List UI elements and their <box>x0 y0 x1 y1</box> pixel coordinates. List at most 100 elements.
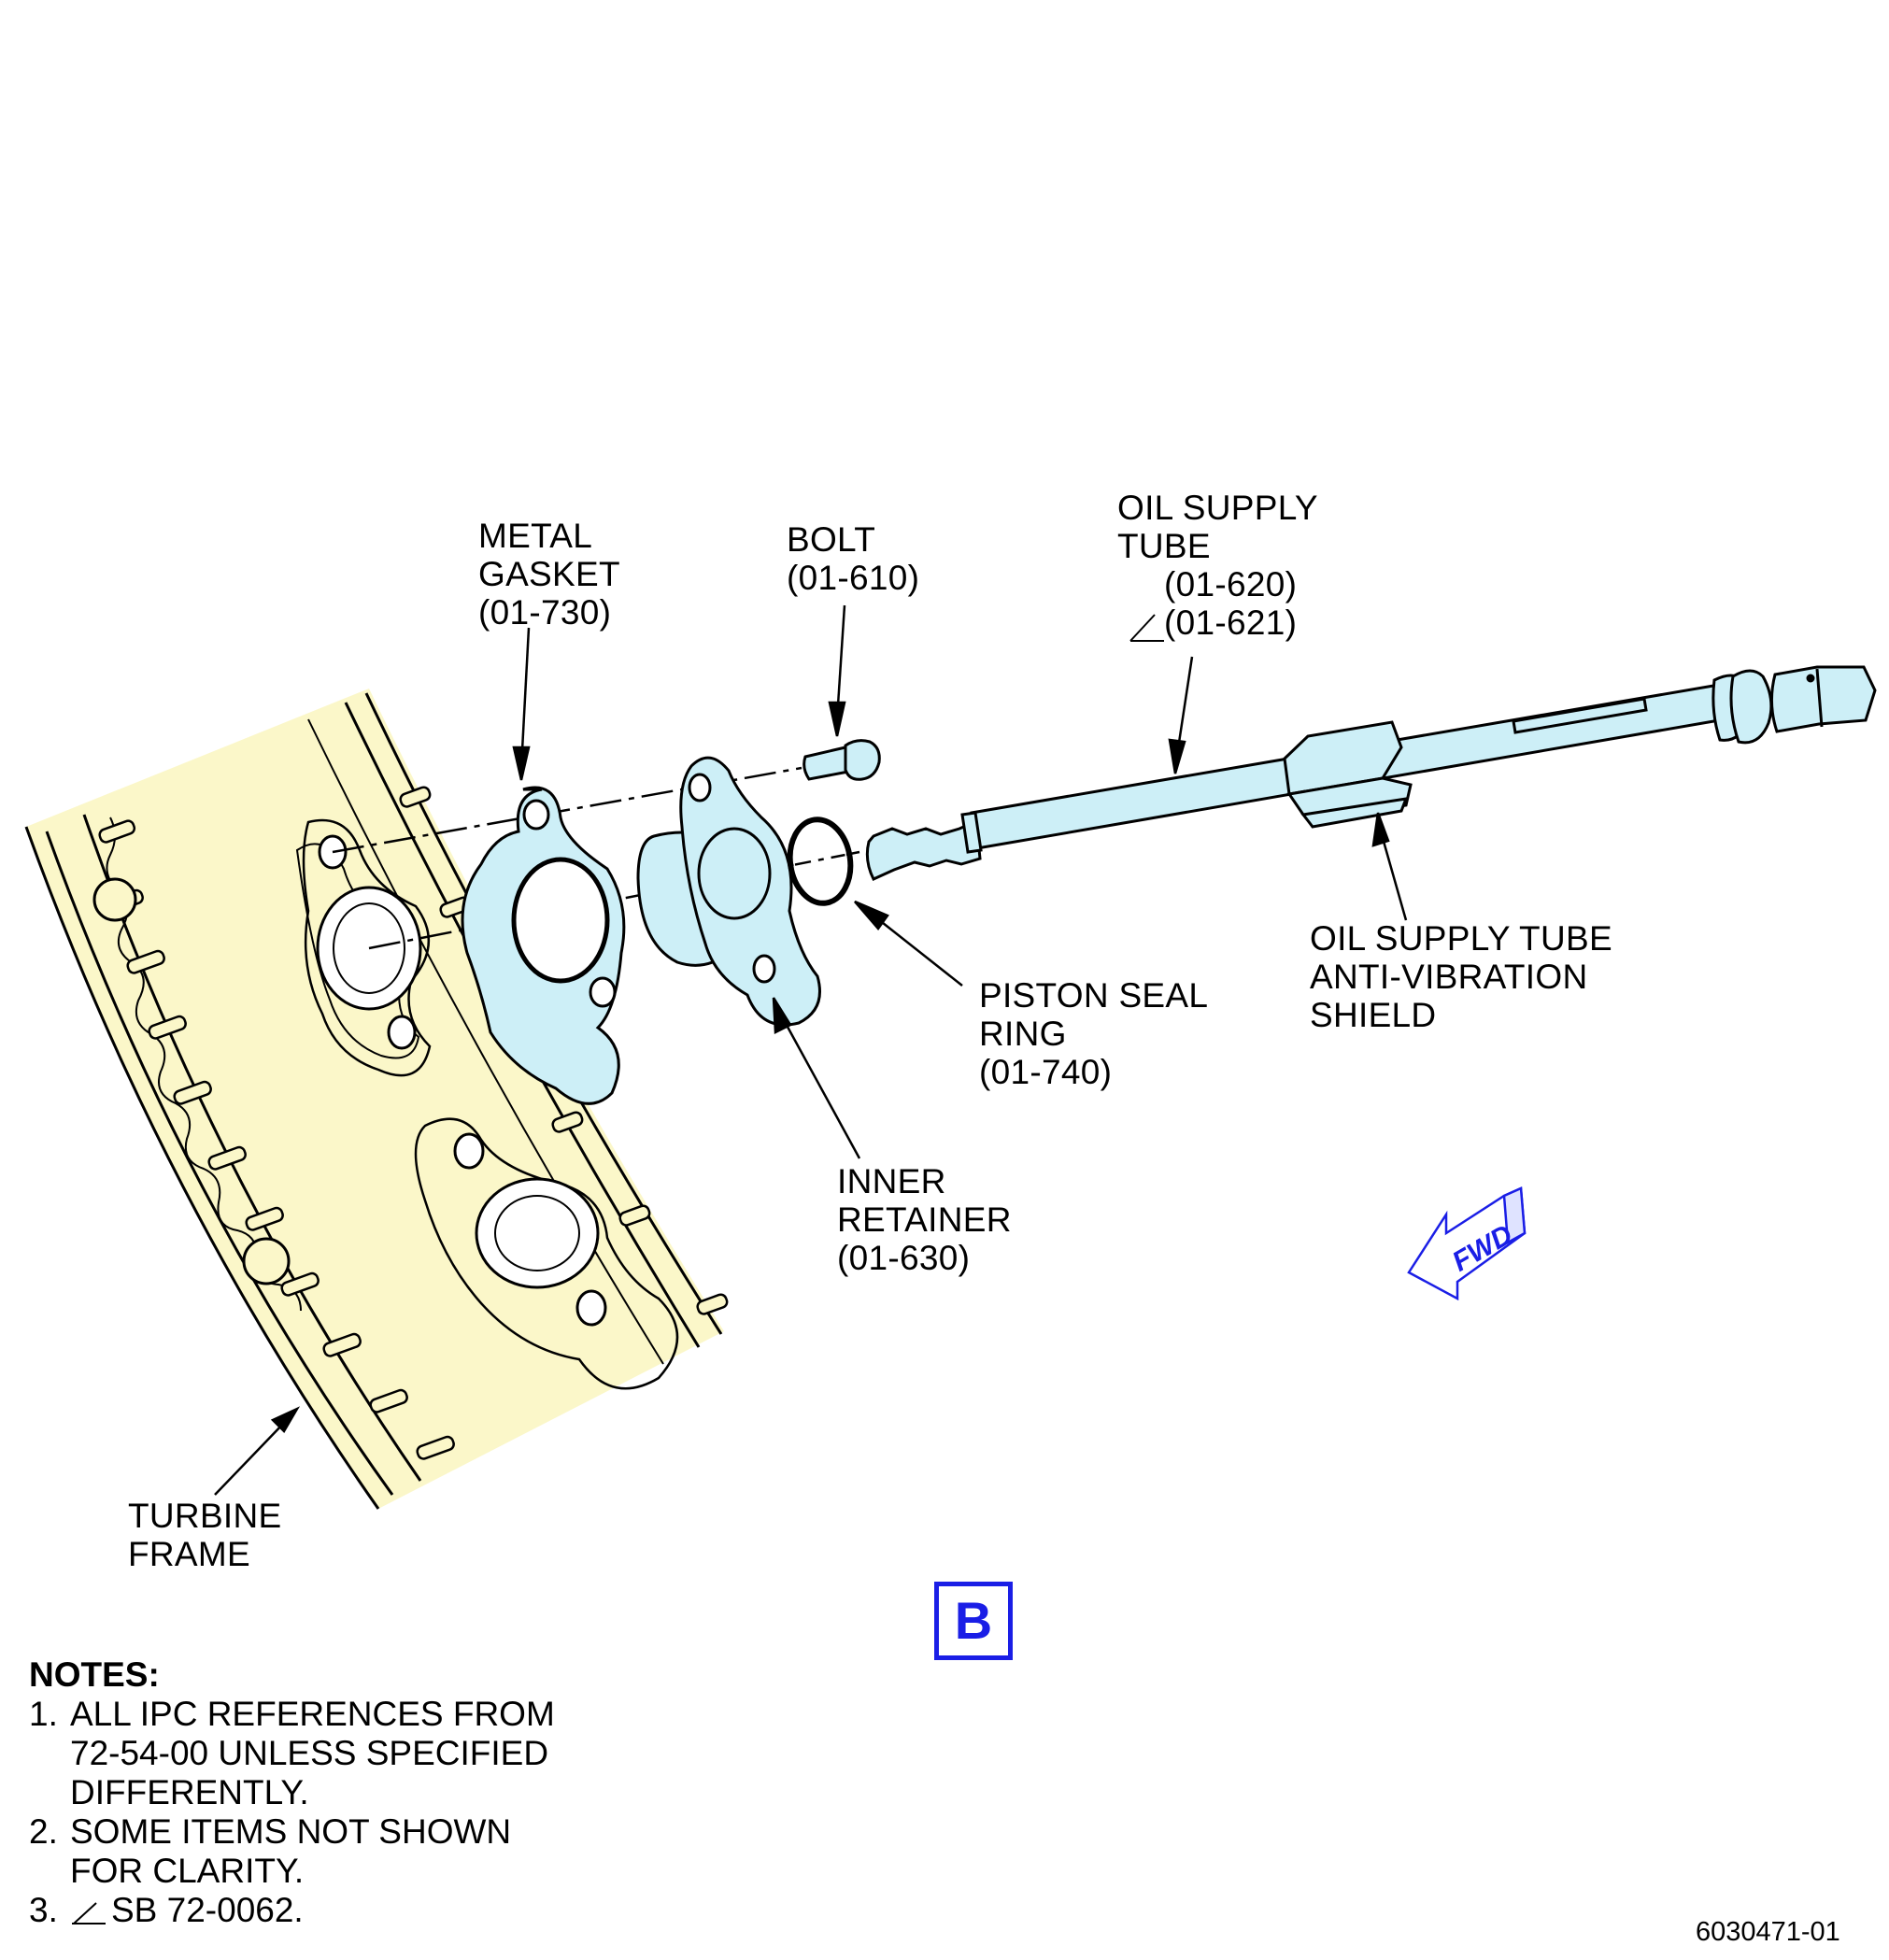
turbine-frame-body <box>26 689 724 1509</box>
tube-slot <box>1512 697 1648 734</box>
tube-hex-edge <box>1815 668 1824 728</box>
leader-bolt-head <box>828 701 846 737</box>
leader-turbine-frame <box>214 1421 286 1496</box>
anti-vibration-shield-part <box>1283 720 1413 829</box>
label-line: (01-610) <box>787 559 920 597</box>
piston-seal-ring-part <box>787 817 854 906</box>
leader-oil-supply-tube-head <box>1168 738 1186 774</box>
notes-block: NOTES: 1. ALL IPC REFERENCES FROM 72-54-… <box>29 1655 555 1930</box>
frame-edge-outer <box>24 826 380 1510</box>
tube-end-fitting <box>865 818 982 881</box>
frame-bolt-hole-3 <box>453 1132 485 1170</box>
label-line: TUBE <box>1117 527 1211 565</box>
view-letter-box: B <box>934 1582 1013 1660</box>
label-line: SHIELD <box>1310 996 1437 1034</box>
frame-boss-upper <box>302 818 432 1077</box>
leader-oil-supply-tube <box>1175 656 1194 756</box>
leader-lines <box>214 604 1408 1496</box>
bolt-head <box>844 739 881 781</box>
inner-retainer-bolt-hole-2 <box>752 954 776 984</box>
note-item-2: 2. SOME ITEMS NOT SHOWN FOR CLARITY. <box>29 1812 555 1891</box>
label-line: BOLT <box>787 520 876 559</box>
frame-port-lower-inner <box>494 1195 580 1271</box>
note-line: SOME ITEMS NOT SHOWN <box>70 1812 512 1851</box>
sb-marker-icon <box>72 1902 106 1924</box>
tube-hex-nut <box>1770 665 1877 733</box>
turbine-frame <box>24 689 729 1510</box>
label-line: (01-730) <box>478 593 612 632</box>
label-line: ANTI-VIBRATION <box>1310 958 1588 996</box>
leader-inner-retainer <box>781 1017 861 1159</box>
tube-end-collar <box>960 811 983 854</box>
leader-metal-gasket <box>519 627 531 769</box>
note-number: 3. <box>29 1891 58 1929</box>
note-number: 2. <box>29 1812 58 1851</box>
note-number: 1. <box>29 1695 58 1733</box>
note-text: ALL IPC REFERENCES FROM 72-54-00 UNLESS … <box>70 1695 555 1812</box>
fwd-arrow-icon: FWD <box>1407 1186 1527 1301</box>
note-line: DIFFERENTLY. <box>70 1773 309 1811</box>
label-line: OIL SUPPLY TUBE <box>1310 919 1612 958</box>
label-turbine-frame: TURBINE FRAME <box>128 1497 282 1573</box>
inner-retainer-bore <box>697 827 772 920</box>
leader-bolt <box>835 604 846 720</box>
frame-port-upper-inner <box>333 902 405 994</box>
frame-bolt-hole-4 <box>575 1289 607 1327</box>
piston-seal-ring-inner <box>792 823 848 900</box>
label-line: (01-620) <box>1164 565 1298 604</box>
fwd-arrow-depth <box>1502 1186 1527 1245</box>
label-line: RETAINER <box>837 1200 1012 1239</box>
label-line: (01-630) <box>837 1239 971 1277</box>
label-line: RING <box>979 1015 1067 1053</box>
note-line: ALL IPC REFERENCES FROM <box>70 1695 555 1733</box>
view-letter: B <box>954 1591 993 1650</box>
bolt-shank <box>802 746 850 781</box>
frame-edge-6 <box>307 718 664 1365</box>
leader-shield-head <box>1371 812 1390 847</box>
tube-hex-dot <box>1806 674 1815 683</box>
metal-gasket-part <box>461 786 626 1105</box>
metal-gasket-hole <box>511 857 610 984</box>
label-line: INNER <box>837 1162 946 1200</box>
metal-gasket-bolt-hole-2 <box>589 976 617 1008</box>
bolt-part <box>802 739 881 781</box>
label-line: FRAME <box>128 1535 250 1573</box>
note-item-3: 3. SB 72-0062. <box>29 1891 555 1930</box>
label-line: PISTON SEAL <box>979 976 1209 1015</box>
frame-nut-2 <box>242 1237 291 1285</box>
leader-inner-retainer-head <box>772 997 792 1034</box>
note-text: SB 72-0062. <box>70 1891 304 1930</box>
note-line: SB 72-0062. <box>111 1891 304 1929</box>
label-line: (01-621) <box>1164 604 1298 642</box>
note-line: 72-54-00 UNLESS SPECIFIED <box>70 1734 549 1772</box>
shield-lower-flap <box>1300 797 1409 829</box>
metal-gasket-bolt-hole-1 <box>522 799 550 831</box>
inner-retainer-bolt-hole-1 <box>688 773 712 802</box>
label-line: TURBINE <box>128 1497 282 1535</box>
leader-piston-seal <box>873 915 963 987</box>
tube-flange-2 <box>1729 669 1773 745</box>
inner-retainer-part <box>636 756 821 1027</box>
leader-metal-gasket-head <box>512 746 531 781</box>
label-line: GASKET <box>478 555 620 593</box>
label-line: (01-740) <box>979 1053 1113 1091</box>
label-anti-vibration-shield: OIL SUPPLY TUBE ANTI-VIBRATION SHIELD <box>1310 919 1612 1034</box>
label-line: METAL <box>478 517 593 555</box>
notes-heading: NOTES: <box>29 1655 160 1694</box>
leader-turbine-frame-head <box>270 1406 301 1434</box>
label-oil-supply-tube: OIL SUPPLY TUBE (01-620) (01-621) <box>1117 489 1318 642</box>
label-bolt: BOLT (01-610) <box>787 520 919 597</box>
label-line: OIL SUPPLY <box>1117 489 1318 527</box>
note-item-1: 1. ALL IPC REFERENCES FROM 72-54-00 UNLE… <box>29 1695 555 1812</box>
label-metal-gasket: METAL GASKET (01-730) <box>478 517 620 632</box>
frame-boss-lower <box>414 1117 679 1390</box>
label-piston-seal-ring: PISTON SEAL RING (01-740) <box>979 976 1208 1091</box>
frame-bolt-hole-2 <box>387 1015 417 1050</box>
note-text: SOME ITEMS NOT SHOWN FOR CLARITY. <box>70 1812 511 1891</box>
frame-nut-1 <box>92 877 137 922</box>
note-line: FOR CLARITY. <box>70 1852 305 1890</box>
sb-marker-icon <box>1129 614 1164 642</box>
leader-piston-seal-head <box>854 900 889 931</box>
figure-number: 6030471-01 <box>1696 1917 1840 1947</box>
